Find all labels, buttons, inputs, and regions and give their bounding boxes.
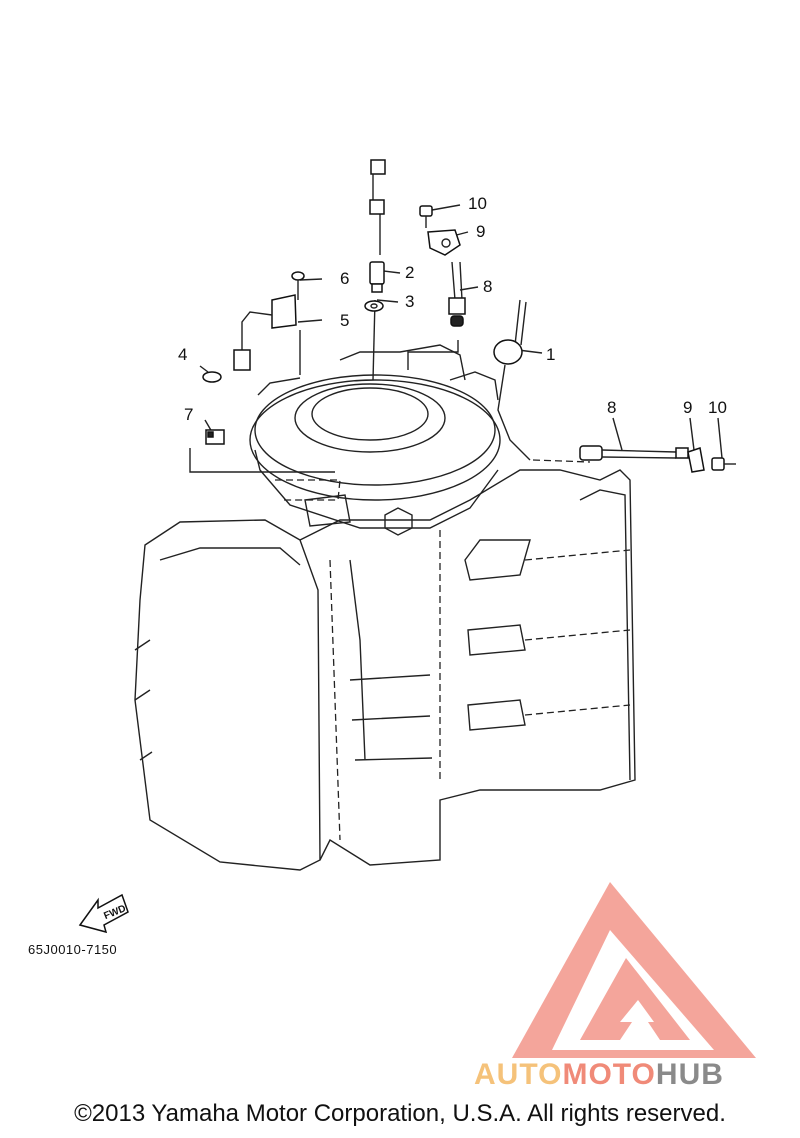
part-8-switch-right[interactable] — [579, 445, 689, 461]
callout-10-top: 10 — [468, 194, 487, 213]
part-1-rod-sensor[interactable] — [493, 299, 527, 365]
part-3-washer[interactable] — [364, 300, 384, 312]
part-8-switch-top[interactable] — [448, 261, 466, 327]
callout-5: 5 — [340, 311, 349, 330]
callout-10-right: 10 — [708, 398, 727, 417]
part-10-bolt-right[interactable] — [711, 457, 736, 471]
callout-9-right: 9 — [683, 398, 692, 417]
watermark-logo — [512, 882, 756, 1058]
watermark-text-moto: MOTO — [562, 1058, 656, 1091]
callout-4: 4 — [178, 345, 187, 364]
part-2-sensor-with-lead[interactable] — [369, 159, 386, 293]
callout-7: 7 — [184, 405, 193, 424]
watermark-text-hub: HUB — [655, 1058, 724, 1091]
callout-2: 2 — [405, 263, 414, 282]
callout-9-top: 9 — [476, 222, 485, 241]
part-5-sensor-bracket[interactable] — [233, 294, 297, 371]
callout-6: 6 — [340, 269, 349, 288]
drawing-code: 65J0010-7150 — [28, 942, 118, 957]
watermark-text-auto: AUTO — [474, 1058, 563, 1091]
callout-8-top: 8 — [483, 277, 492, 296]
part-10-bolt-top[interactable] — [419, 205, 433, 228]
part-4-clip[interactable] — [202, 371, 222, 383]
fwd-arrow-icon: FWD — [78, 893, 129, 934]
part-9-bracket-right[interactable] — [687, 447, 705, 473]
callout-1: 1 — [546, 345, 555, 364]
watermark-text: AUTOMOTOHUB — [474, 1058, 724, 1092]
engine-block-outline — [134, 344, 636, 871]
part-7-connector[interactable] — [205, 429, 225, 445]
callout-8-right: 8 — [607, 398, 616, 417]
part-9-bracket-top[interactable] — [427, 229, 461, 256]
part-6-bolt[interactable] — [291, 271, 305, 300]
copyright-notice: ©2013 Yamaha Motor Corporation, U.S.A. A… — [74, 1100, 726, 1127]
callout-3: 3 — [405, 292, 414, 311]
